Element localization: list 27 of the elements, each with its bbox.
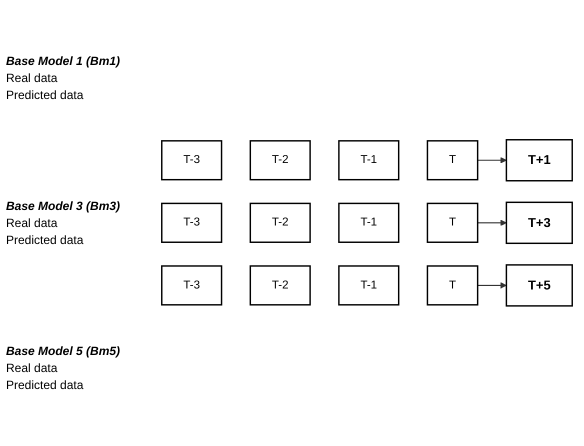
node-box: T+3 xyxy=(506,202,573,244)
node-box: T+1 xyxy=(506,139,573,182)
bracket-label: Real data xyxy=(6,216,58,230)
panel-title: Base Model 5 (Bm5) xyxy=(6,344,122,358)
node-box: T xyxy=(426,140,478,181)
bracket-label: Predicted data xyxy=(6,88,84,102)
arrow xyxy=(478,157,507,164)
node-box: T-1 xyxy=(338,140,400,181)
node-box: T xyxy=(426,265,478,306)
bracket-label: Real data xyxy=(6,71,58,86)
node-box: T+5 xyxy=(506,264,573,307)
node-box: T-3 xyxy=(161,265,222,306)
arrow xyxy=(478,282,507,289)
node-box: T-2 xyxy=(250,140,311,181)
node-box: T-1 xyxy=(338,265,400,306)
bracket-label: Real data xyxy=(6,360,58,375)
node-box: T-3 xyxy=(161,202,222,244)
node-box: T-3 xyxy=(161,140,222,181)
panel-title: Base Model 1 (Bm1) xyxy=(6,54,122,68)
panel-title: Base Model 3 (Bm3) xyxy=(6,198,122,213)
node-box: T-2 xyxy=(250,202,311,244)
arrow xyxy=(478,220,507,226)
node-box: T-2 xyxy=(250,265,311,306)
bracket-label: Predicted data xyxy=(6,378,84,392)
node-box: T xyxy=(426,202,478,244)
bracket-label: Predicted data xyxy=(6,232,84,247)
node-box: T-1 xyxy=(338,202,400,244)
